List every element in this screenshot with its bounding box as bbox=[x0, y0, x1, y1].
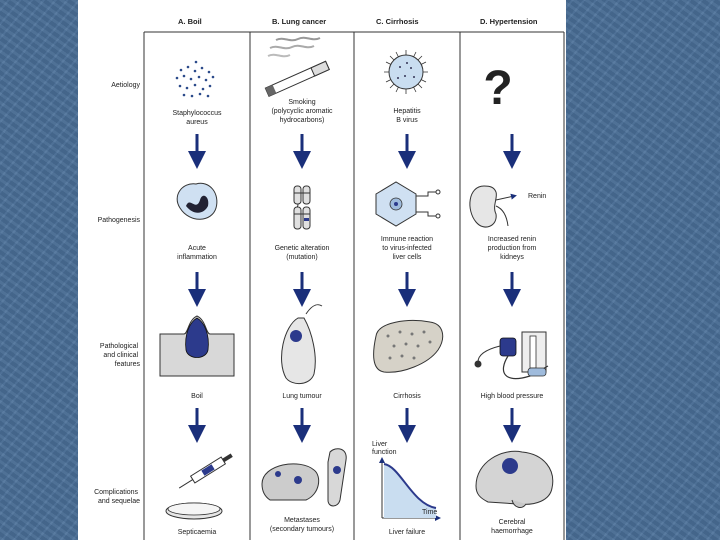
immune-reaction-illustration bbox=[375, 181, 441, 227]
graph-x-label: Time bbox=[422, 509, 437, 516]
caption-liver-failure: Liver failure bbox=[389, 529, 425, 536]
cerebral-haemorrhage-illustration bbox=[475, 450, 554, 508]
staphylococcus-illustration bbox=[175, 60, 215, 98]
column-borders bbox=[143, 31, 565, 540]
liver-function-graph bbox=[379, 457, 441, 521]
slide-panel: A. Boil B. Lung cancer C. Cirrhosis D. H… bbox=[78, 0, 566, 540]
row-label-complications: Complications and sequelae bbox=[94, 489, 140, 505]
caption-cirrhosis: Cirrhosis bbox=[393, 393, 421, 400]
boil-illustration bbox=[159, 315, 235, 377]
caption-lung-tumour: Lung tumour bbox=[282, 393, 322, 400]
caption-septicaemia: Septicaemia bbox=[178, 529, 217, 536]
column-header-lung-cancer: B. Lung cancer bbox=[272, 17, 326, 26]
cirrhotic-liver-illustration bbox=[373, 320, 444, 373]
row-label-features: Pathological and clinical features bbox=[100, 343, 141, 368]
metastases-illustration bbox=[261, 448, 347, 507]
caption-metastases: Metastases(secondary tumours) bbox=[270, 517, 334, 533]
sphygmomanometer-illustration bbox=[474, 331, 549, 380]
disease-process-diagram: A. Boil B. Lung cancer C. Cirrhosis D. H… bbox=[94, 17, 565, 540]
row-label-aetiology: Aetiology bbox=[111, 82, 140, 89]
arrows-row-1 bbox=[188, 134, 521, 169]
chromosome-illustration bbox=[293, 185, 311, 230]
unknown-cause-mark: ? bbox=[483, 62, 512, 115]
caption-genetic-alteration: Genetic alteration(mutation) bbox=[275, 245, 330, 261]
column-header-cirrhosis: C. Cirrhosis bbox=[376, 17, 419, 26]
lung-tumour-illustration bbox=[281, 304, 323, 384]
neutrophil-illustration bbox=[176, 182, 218, 220]
caption-high-blood-pressure: High blood pressure bbox=[481, 393, 544, 400]
hepatitis-virus-illustration bbox=[384, 50, 428, 94]
column-header-hypertension: D. Hypertension bbox=[480, 17, 538, 26]
cigarette-illustration bbox=[264, 36, 330, 98]
column-header-boil: A. Boil bbox=[178, 17, 202, 26]
syringe-petri-illustration bbox=[165, 453, 233, 520]
arrows-row-2 bbox=[188, 272, 521, 307]
kidney-illustration bbox=[469, 185, 517, 228]
arrows-row-3 bbox=[188, 408, 521, 443]
renin-label: Renin bbox=[528, 193, 546, 200]
row-label-pathogenesis: Pathogenesis bbox=[98, 217, 141, 224]
caption-boil: Boil bbox=[191, 393, 203, 400]
